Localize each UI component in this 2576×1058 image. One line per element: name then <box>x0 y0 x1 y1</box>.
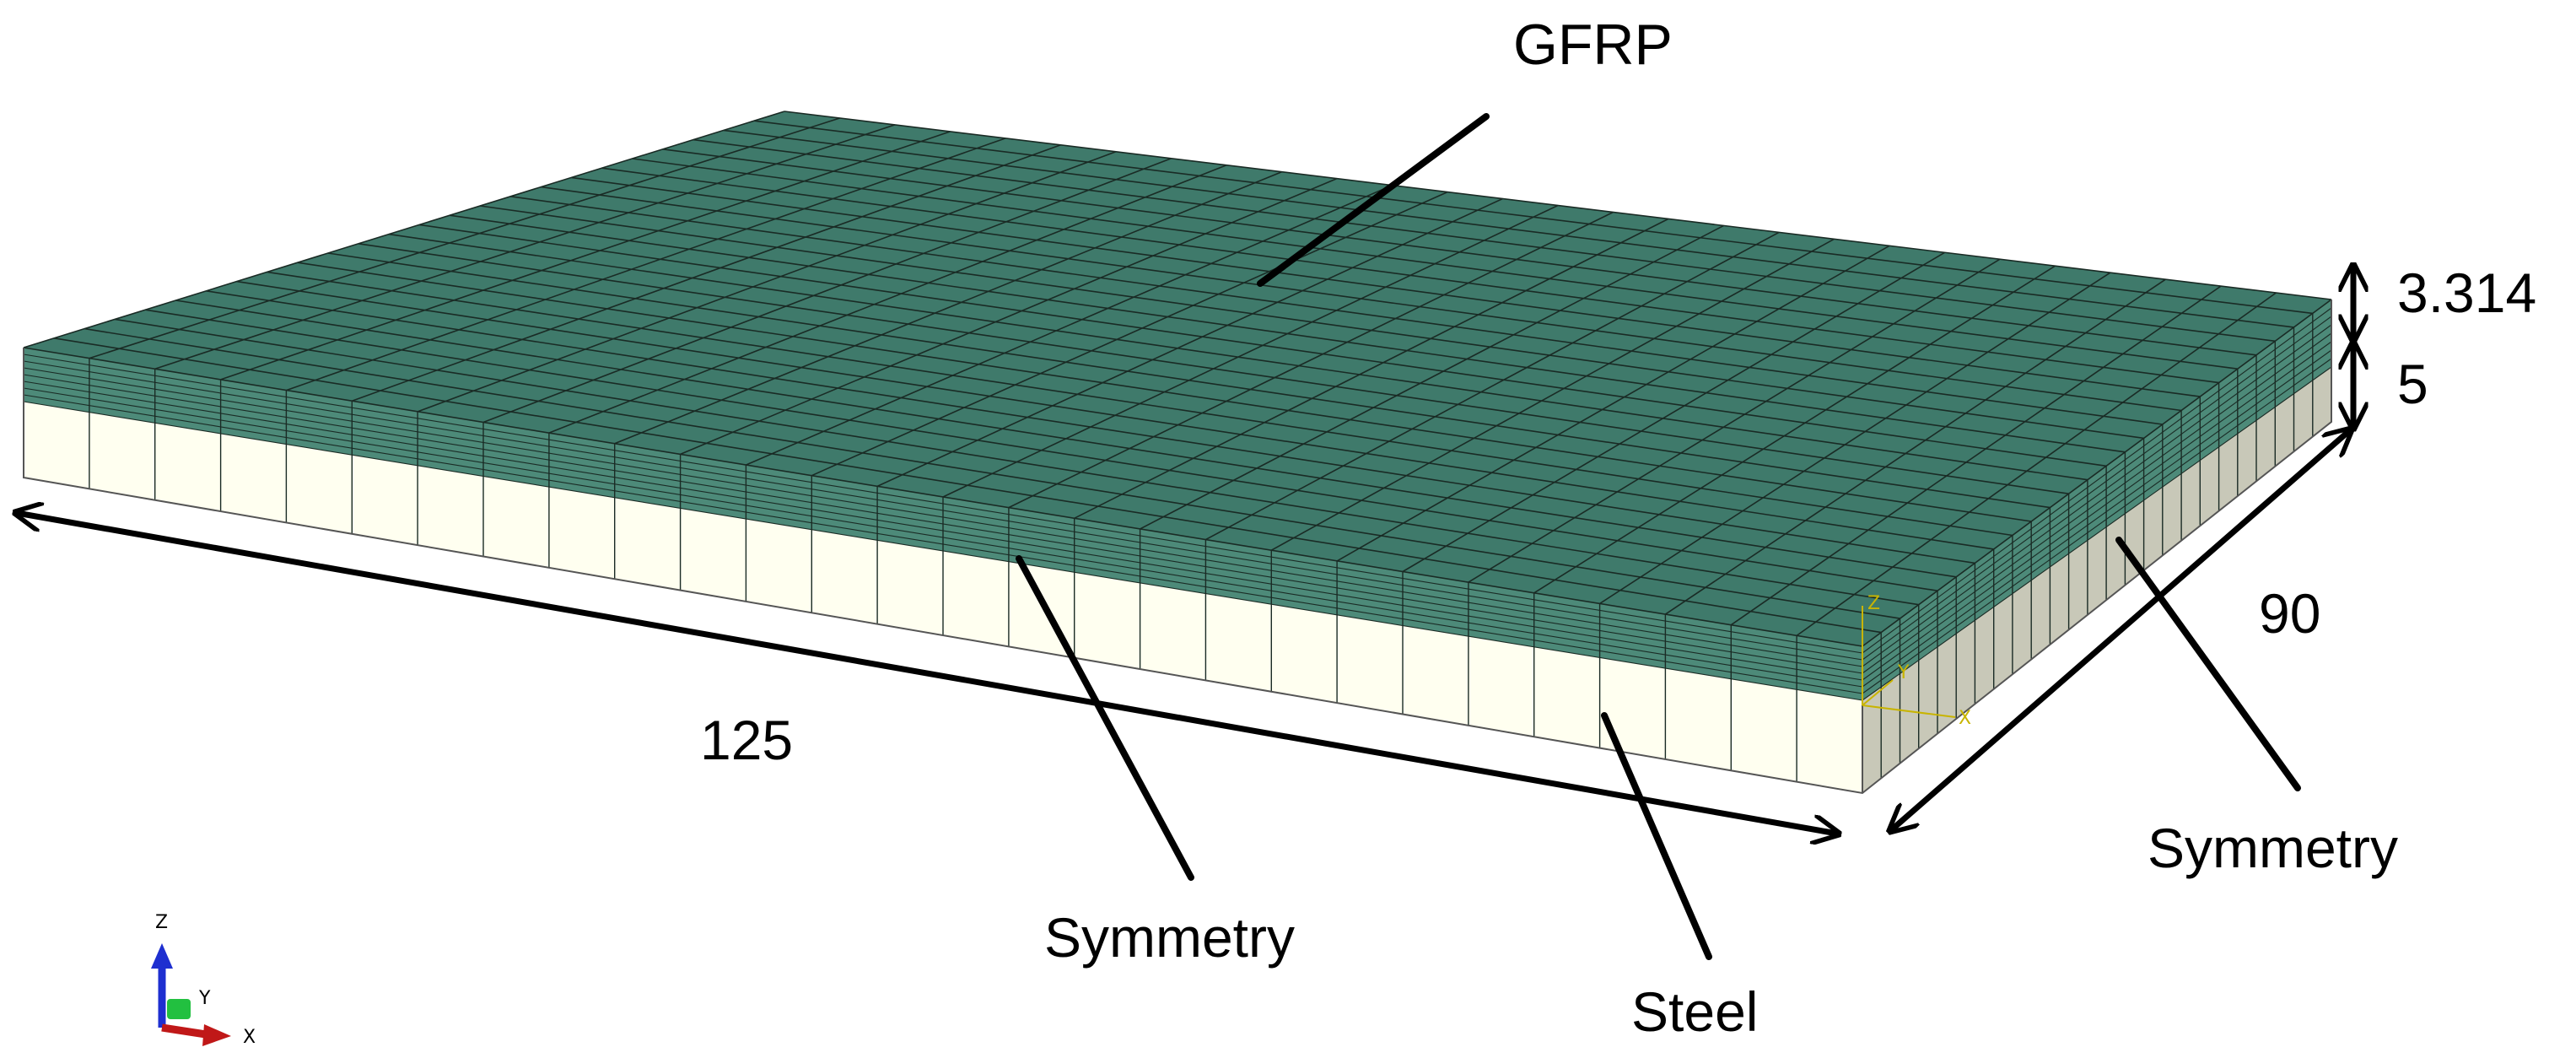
symmetry-front-label: Symmetry <box>1044 906 1295 969</box>
top-mesh-line <box>723 129 2294 328</box>
top-mesh-line <box>418 224 2107 467</box>
length-label: 125 <box>700 709 793 771</box>
x-axis-shaft <box>161 1023 207 1039</box>
top-mesh-line <box>942 204 1559 498</box>
gfrp-thickness-label: 3.314 <box>2397 262 2536 324</box>
width-dimension-arrow <box>1891 430 2350 830</box>
triad-y-label: Y <box>198 988 211 1009</box>
top-mesh-line <box>662 148 2257 356</box>
top-mesh-line <box>480 205 2144 440</box>
local-z-label: Z <box>1867 593 1880 614</box>
top-mesh-line <box>1270 238 1835 551</box>
composite-plate <box>23 111 2332 795</box>
local-y-label: Y <box>1897 662 1910 683</box>
top-mesh-line <box>297 262 2032 522</box>
top-mesh-line <box>784 111 2332 300</box>
top-mesh-line <box>811 191 1448 477</box>
width-label: 90 <box>2259 582 2320 645</box>
top-mesh-line <box>482 158 1172 424</box>
top-mesh-line <box>680 177 1338 456</box>
top-mesh-line <box>753 120 2313 315</box>
top-mesh-line <box>1140 224 1724 530</box>
top-mesh-line <box>220 131 951 381</box>
gfrp-label: GFRP <box>1513 13 1673 77</box>
z-axis-arrowhead <box>151 943 173 969</box>
gfrp-leader <box>1257 113 1490 287</box>
top-mesh-line <box>327 252 2051 509</box>
symmetry-side-label: Symmetry <box>2148 817 2398 879</box>
triad-x-label: X <box>243 1027 256 1048</box>
y-axis-cube <box>167 999 191 1019</box>
top-mesh-line <box>1074 218 1669 520</box>
top-mesh-line <box>632 158 2238 370</box>
mesh-lines <box>23 111 2332 793</box>
top-mesh-line <box>23 111 785 348</box>
top-mesh-line <box>510 196 2163 425</box>
top-mesh-line <box>571 176 2201 397</box>
top-mesh-line <box>548 164 1227 434</box>
top-mesh-line <box>601 167 2219 384</box>
steel-thickness-label: 5 <box>2397 353 2428 415</box>
steel-label: Steel <box>1631 980 1758 1043</box>
triad-z-label: Z <box>155 912 168 933</box>
top-mesh-line <box>352 144 1061 402</box>
top-mesh-line <box>267 271 2013 537</box>
top-mesh-line <box>286 138 1006 391</box>
top-mesh-line <box>89 117 840 359</box>
global-axis-triad: Z Y X <box>151 912 256 1048</box>
top-mesh-line <box>1205 231 1780 541</box>
top-mesh-line <box>541 186 2182 412</box>
top-mesh-line <box>614 170 1282 445</box>
top-mesh-line <box>1008 211 1614 509</box>
top-mesh-line <box>876 197 1503 488</box>
top-mesh-line <box>154 124 896 370</box>
top-mesh-line <box>746 184 1393 466</box>
top-mesh-line <box>693 138 2276 343</box>
top-mesh-line <box>358 243 2069 494</box>
x-axis-arrowhead <box>202 1024 231 1046</box>
symmetry-side-leader <box>2115 537 2301 791</box>
top-mesh-line <box>417 151 1117 413</box>
dimension-arrows <box>17 267 2353 834</box>
length-dimension-arrow <box>17 513 1837 834</box>
top-mesh-line <box>388 233 2088 481</box>
top-mesh-line <box>449 214 2126 453</box>
local-x-label: X <box>1959 708 1971 729</box>
